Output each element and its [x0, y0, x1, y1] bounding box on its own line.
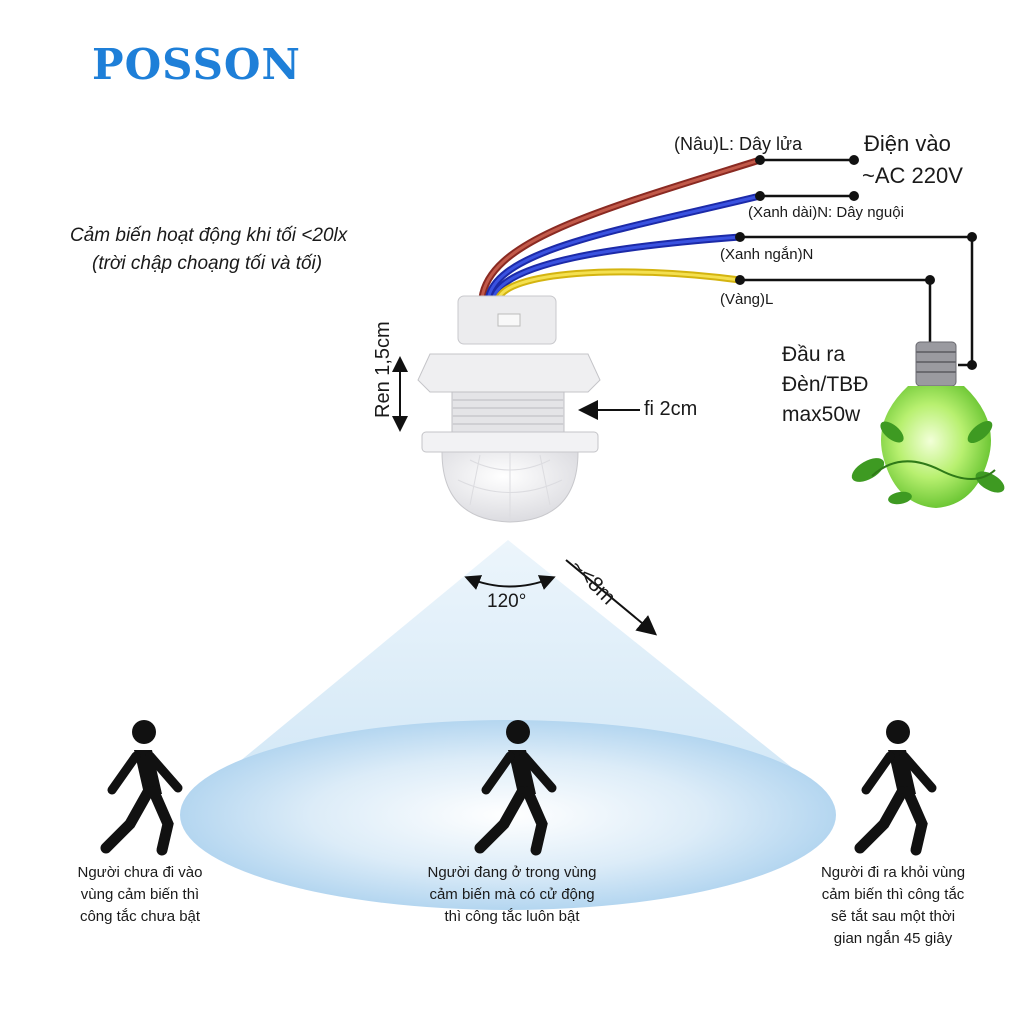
person-exiting-right	[854, 720, 937, 856]
diameter-label: fi 2cm	[644, 398, 698, 420]
caption-exiting: Người đi ra khỏi vùng cảm biến thì công …	[820, 864, 966, 947]
output-line-1: Đầu ra	[782, 343, 846, 366]
brand-logo: POSSON	[92, 40, 301, 89]
pir-sensor	[417, 295, 601, 523]
angle-label: 120°	[487, 591, 527, 612]
note-line-1: Cảm biến hoạt động khi tối <20lx	[70, 225, 348, 246]
blue-long-wire-label: (Xanh dài)N: Dây nguội	[748, 204, 904, 221]
light-bulb	[851, 341, 1005, 508]
blue-short-wire-label: (Xanh ngắn)N	[720, 246, 814, 263]
note-line-2: (trời chập choạng tối và tối)	[92, 253, 323, 274]
brown-wire-label: (Nâu)L: Dây lửa	[674, 134, 803, 154]
caption-inside: Người đang ở trong vùng cảm biến mà có c…	[427, 864, 597, 925]
thread-label: Ren 1,5cm	[372, 321, 394, 418]
power-line-2: ~AC 220V	[862, 163, 963, 188]
caption-outside: Người chưa đi vào vùng cảm biến thì công…	[77, 864, 203, 925]
range-arrow	[565, 559, 658, 636]
wires	[478, 156, 764, 304]
output-line-2: Đèn/TBĐ	[782, 373, 869, 396]
angle-arc	[464, 575, 556, 590]
person-inside-middle	[474, 720, 557, 856]
output-line-3: max50w	[782, 403, 861, 426]
power-input-label: Điện vào ~AC 220V	[862, 128, 963, 192]
yellow-wire-label: (Vàng)L	[720, 291, 774, 308]
light-threshold-note: Cảm biến hoạt động khi tối <20lx (trời c…	[70, 222, 347, 278]
power-line-1: Điện vào	[864, 131, 951, 156]
connection-dots	[735, 155, 977, 373]
person-outside-left	[100, 720, 183, 856]
output-label: Đầu ra Đèn/TBĐ max50w	[782, 340, 868, 430]
